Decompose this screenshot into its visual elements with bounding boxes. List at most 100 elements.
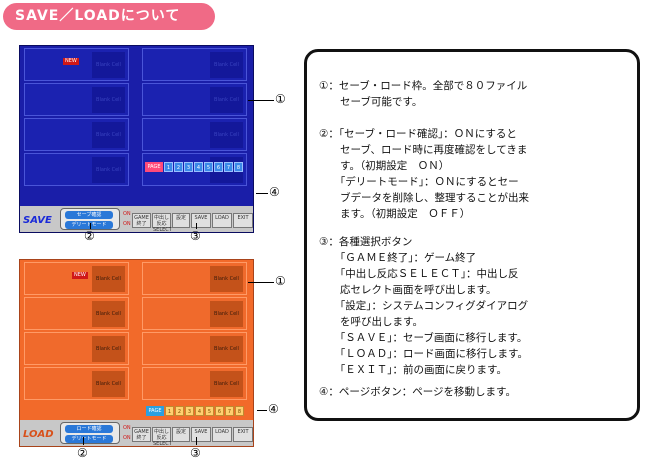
settings-button[interactable]: 設定 xyxy=(172,213,190,228)
bottom-bar: SAVE セーブ確認 デリートモード ON ON GAME終了 中出し反応SEL… xyxy=(20,206,253,233)
exit-button[interactable]: EXIT xyxy=(233,427,253,442)
page-button[interactable]: 2 xyxy=(175,406,184,416)
page-button[interactable]: 4 xyxy=(195,406,204,416)
save-button[interactable]: SAVE xyxy=(191,427,211,442)
settings-button[interactable]: 設定 xyxy=(172,427,190,442)
slot-thumbnail: Blank Cell xyxy=(92,122,125,148)
slot-thumbnail: Blank Cell xyxy=(92,87,125,113)
toggle-group: ロード確認 デリートモード xyxy=(60,422,120,444)
load-slot[interactable]: Blank Cell xyxy=(142,367,247,400)
save-slot[interactable]: Blank Cell xyxy=(24,153,129,186)
callout-3: ③ xyxy=(190,446,201,460)
page-bar: PAGE 1 2 3 4 5 6 7 8 xyxy=(145,162,243,172)
callout-2: ② xyxy=(84,229,95,243)
load-slot[interactable]: Blank Cell xyxy=(24,332,129,365)
save-confirm-toggle[interactable]: セーブ確認 xyxy=(65,211,113,219)
load-button[interactable]: LOAD xyxy=(212,213,232,228)
page-button[interactable]: 7 xyxy=(224,162,233,172)
load-slot[interactable]: NEW Blank Cell xyxy=(24,262,129,295)
save-slot[interactable]: Blank Cell xyxy=(24,118,129,151)
page-button[interactable]: 6 xyxy=(214,162,223,172)
slot-thumbnail: Blank Cell xyxy=(210,336,243,362)
slot-thumbnail: Blank Cell xyxy=(92,52,125,78)
delete-mode-toggle[interactable]: デリートモード xyxy=(65,221,113,229)
slot-thumbnail: Blank Cell xyxy=(210,122,243,148)
leader-line xyxy=(90,223,91,229)
save-screen: NEW Blank Cell Blank Cell Blank Cell Bla… xyxy=(19,45,254,233)
slot-thumbnail: Blank Cell xyxy=(92,301,125,327)
leader-line xyxy=(257,410,267,411)
toggle-group: セーブ確認 デリートモード xyxy=(60,208,120,230)
callout-3: ③ xyxy=(190,229,201,243)
leader-line xyxy=(248,100,274,101)
load-slot[interactable]: Blank Cell xyxy=(24,297,129,330)
load-button[interactable]: LOAD xyxy=(212,427,232,442)
page-button[interactable]: 5 xyxy=(205,406,214,416)
page-bar: PAGE 1 2 3 4 5 6 7 8 xyxy=(146,406,244,416)
callout-1: ① xyxy=(275,92,286,106)
select-button[interactable]: 中出し反応SELECT xyxy=(152,213,172,233)
exit-button[interactable]: EXIT xyxy=(233,213,253,228)
new-tag: NEW xyxy=(63,58,79,65)
slot-thumbnail: Blank Cell xyxy=(210,266,243,292)
new-tag: NEW xyxy=(72,272,88,279)
page-button[interactable]: 5 xyxy=(204,162,213,172)
description-item-1: ①：セーブ・ロード枠。全部で８０ファイル セーブ可能です。 xyxy=(319,80,528,108)
callout-1: ① xyxy=(275,274,286,288)
slot-thumbnail: Blank Cell xyxy=(92,157,125,183)
description-item-3: ③：各種選択ボタン 「ＧＡＭＥ終了」：ゲーム終了 「中出し反応ＳＥＬＥＣＴ」：中… xyxy=(319,236,529,376)
page-button[interactable]: 3 xyxy=(185,406,194,416)
toggle-state: ON xyxy=(123,211,131,217)
description-item-4: ④：ページボタン：ページを移動します。 xyxy=(319,386,516,398)
page-button[interactable]: 8 xyxy=(235,406,244,416)
save-slot[interactable]: Blank Cell xyxy=(24,83,129,116)
page-button[interactable]: 1 xyxy=(164,162,173,172)
save-slot[interactable]: Blank Cell xyxy=(142,118,247,151)
load-slot[interactable]: Blank Cell xyxy=(142,297,247,330)
page-button[interactable]: 4 xyxy=(194,162,203,172)
game-exit-button[interactable]: GAME終了 xyxy=(132,427,151,442)
toggle-state: ON xyxy=(123,425,131,431)
leader-line xyxy=(196,223,197,229)
page-button[interactable]: 7 xyxy=(225,406,234,416)
toggle-state: ON xyxy=(123,435,131,441)
load-slot[interactable]: Blank Cell xyxy=(142,332,247,365)
delete-mode-toggle[interactable]: デリートモード xyxy=(65,435,113,443)
toggle-state: ON xyxy=(123,221,131,227)
leader-line xyxy=(83,437,84,445)
load-slot[interactable]: Blank Cell xyxy=(142,262,247,295)
leader-line xyxy=(196,437,197,445)
save-slot[interactable]: Blank Cell xyxy=(142,83,247,116)
save-slot[interactable]: NEW Blank Cell xyxy=(24,48,129,81)
slot-thumbnail: Blank Cell xyxy=(92,371,125,397)
page-label: PAGE xyxy=(145,162,163,172)
leader-line xyxy=(256,193,268,194)
load-confirm-toggle[interactable]: ロード確認 xyxy=(65,425,113,433)
callout-2: ② xyxy=(77,446,88,460)
page-label: PAGE xyxy=(146,406,164,416)
description-item-2: ②：「セーブ・ロード確認」：ＯＮにすると セーブ、ロード時に再度確認をしてきま … xyxy=(319,128,529,220)
slot-thumbnail: Blank Cell xyxy=(210,301,243,327)
select-button[interactable]: 中出し反応SELECT xyxy=(152,427,172,447)
load-screen: NEW Blank Cell Blank Cell Blank Cell Bla… xyxy=(19,259,254,447)
game-exit-button[interactable]: GAME終了 xyxy=(132,213,151,228)
save-button[interactable]: SAVE xyxy=(191,213,211,228)
mode-label: SAVE xyxy=(23,215,52,226)
mode-label: LOAD xyxy=(23,429,54,440)
slot-thumbnail: Blank Cell xyxy=(210,52,243,78)
slot-thumbnail: Blank Cell xyxy=(92,336,125,362)
slot-thumbnail: Blank Cell xyxy=(210,371,243,397)
page-button[interactable]: 6 xyxy=(215,406,224,416)
callout-4: ④ xyxy=(268,402,279,416)
save-slot[interactable]: Blank Cell xyxy=(142,48,247,81)
callout-4: ④ xyxy=(269,185,280,199)
page-title: SAVE／LOADについて xyxy=(3,3,215,30)
page-button[interactable]: 8 xyxy=(234,162,243,172)
load-slot[interactable]: Blank Cell xyxy=(24,367,129,400)
page-button[interactable]: 2 xyxy=(174,162,183,172)
page-button[interactable]: 1 xyxy=(165,406,174,416)
description-panel: ①：セーブ・ロード枠。全部で８０ファイル セーブ可能です。 ②：「セーブ・ロード… xyxy=(304,49,640,421)
bottom-bar: LOAD ロード確認 デリートモード ON ON GAME終了 中出し反応SEL… xyxy=(20,420,253,447)
leader-line xyxy=(248,282,274,283)
page-button[interactable]: 3 xyxy=(184,162,193,172)
